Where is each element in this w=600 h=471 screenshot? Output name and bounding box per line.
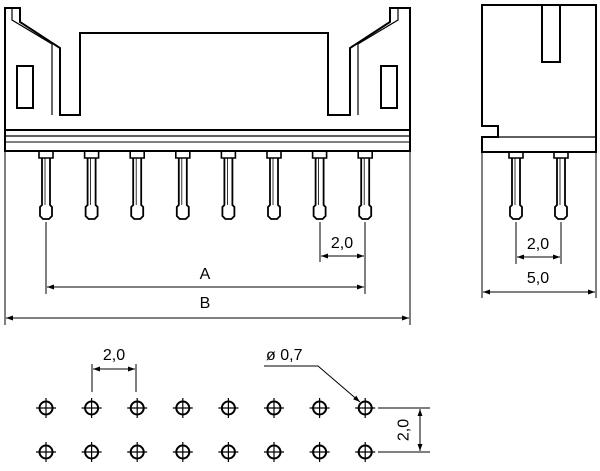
dim-label-pitch-front: 2,0 — [331, 235, 353, 252]
front-pin — [266, 151, 282, 220]
side-dimensions: 2,0 5,0 — [481, 153, 597, 298]
pcb-hole — [172, 398, 193, 418]
front-housing-inner-left — [11, 8, 53, 115]
front-pin — [175, 151, 191, 220]
pcb-hole-layout — [36, 398, 376, 462]
dim-label-b: B — [200, 295, 211, 312]
front-pins — [38, 151, 373, 220]
front-dimensions: 2,0 A B — [4, 152, 411, 325]
front-pin — [311, 151, 328, 220]
dim-label-a: A — [200, 266, 211, 283]
side-pin — [508, 151, 524, 220]
front-latch-window-right — [380, 65, 398, 109]
pcb-hole — [127, 398, 148, 418]
pcb-hole — [264, 398, 284, 418]
leader-hole-diameter — [264, 365, 361, 403]
front-pin — [357, 151, 373, 220]
dim-label-hole-diameter: ø 0,7 — [266, 347, 303, 364]
pcb-hole — [127, 442, 148, 462]
pcb-hole — [36, 442, 56, 462]
dim-label-pcb-pitch-vertical: 2,0 — [396, 419, 413, 441]
pcb-holes — [36, 398, 376, 462]
pcb-hole — [355, 442, 376, 462]
pcb-hole — [36, 398, 56, 418]
front-housing-outline — [4, 7, 411, 130]
pcb-hole — [172, 442, 193, 462]
side-view — [481, 4, 597, 220]
pcb-hole — [81, 442, 102, 462]
dim-label-depth-side: 5,0 — [527, 270, 549, 287]
pcb-hole — [355, 398, 376, 418]
side-slot — [541, 5, 561, 63]
side-pin — [553, 151, 569, 220]
front-view — [4, 7, 411, 220]
front-pin — [129, 151, 145, 220]
side-housing-outline — [481, 4, 597, 153]
pcb-hole — [264, 442, 284, 462]
pcb-hole — [309, 398, 330, 418]
front-housing-base — [4, 129, 411, 152]
side-pins — [508, 151, 569, 220]
pcb-hole — [218, 398, 239, 418]
front-latch-window-left — [16, 65, 34, 109]
front-housing-inner-right — [357, 8, 399, 115]
pcb-dimensions: 2,0 ø 0,7 2,0 — [91, 347, 430, 453]
dim-label-pcb-pitch-horizontal: 2,0 — [103, 347, 125, 364]
pcb-hole — [81, 398, 102, 418]
front-pin — [220, 151, 237, 220]
dim-label-pitch-side: 2,0 — [527, 236, 549, 253]
pcb-hole — [309, 442, 330, 462]
front-pin — [83, 151, 100, 220]
pcb-hole — [218, 442, 239, 462]
front-pin — [38, 151, 54, 220]
